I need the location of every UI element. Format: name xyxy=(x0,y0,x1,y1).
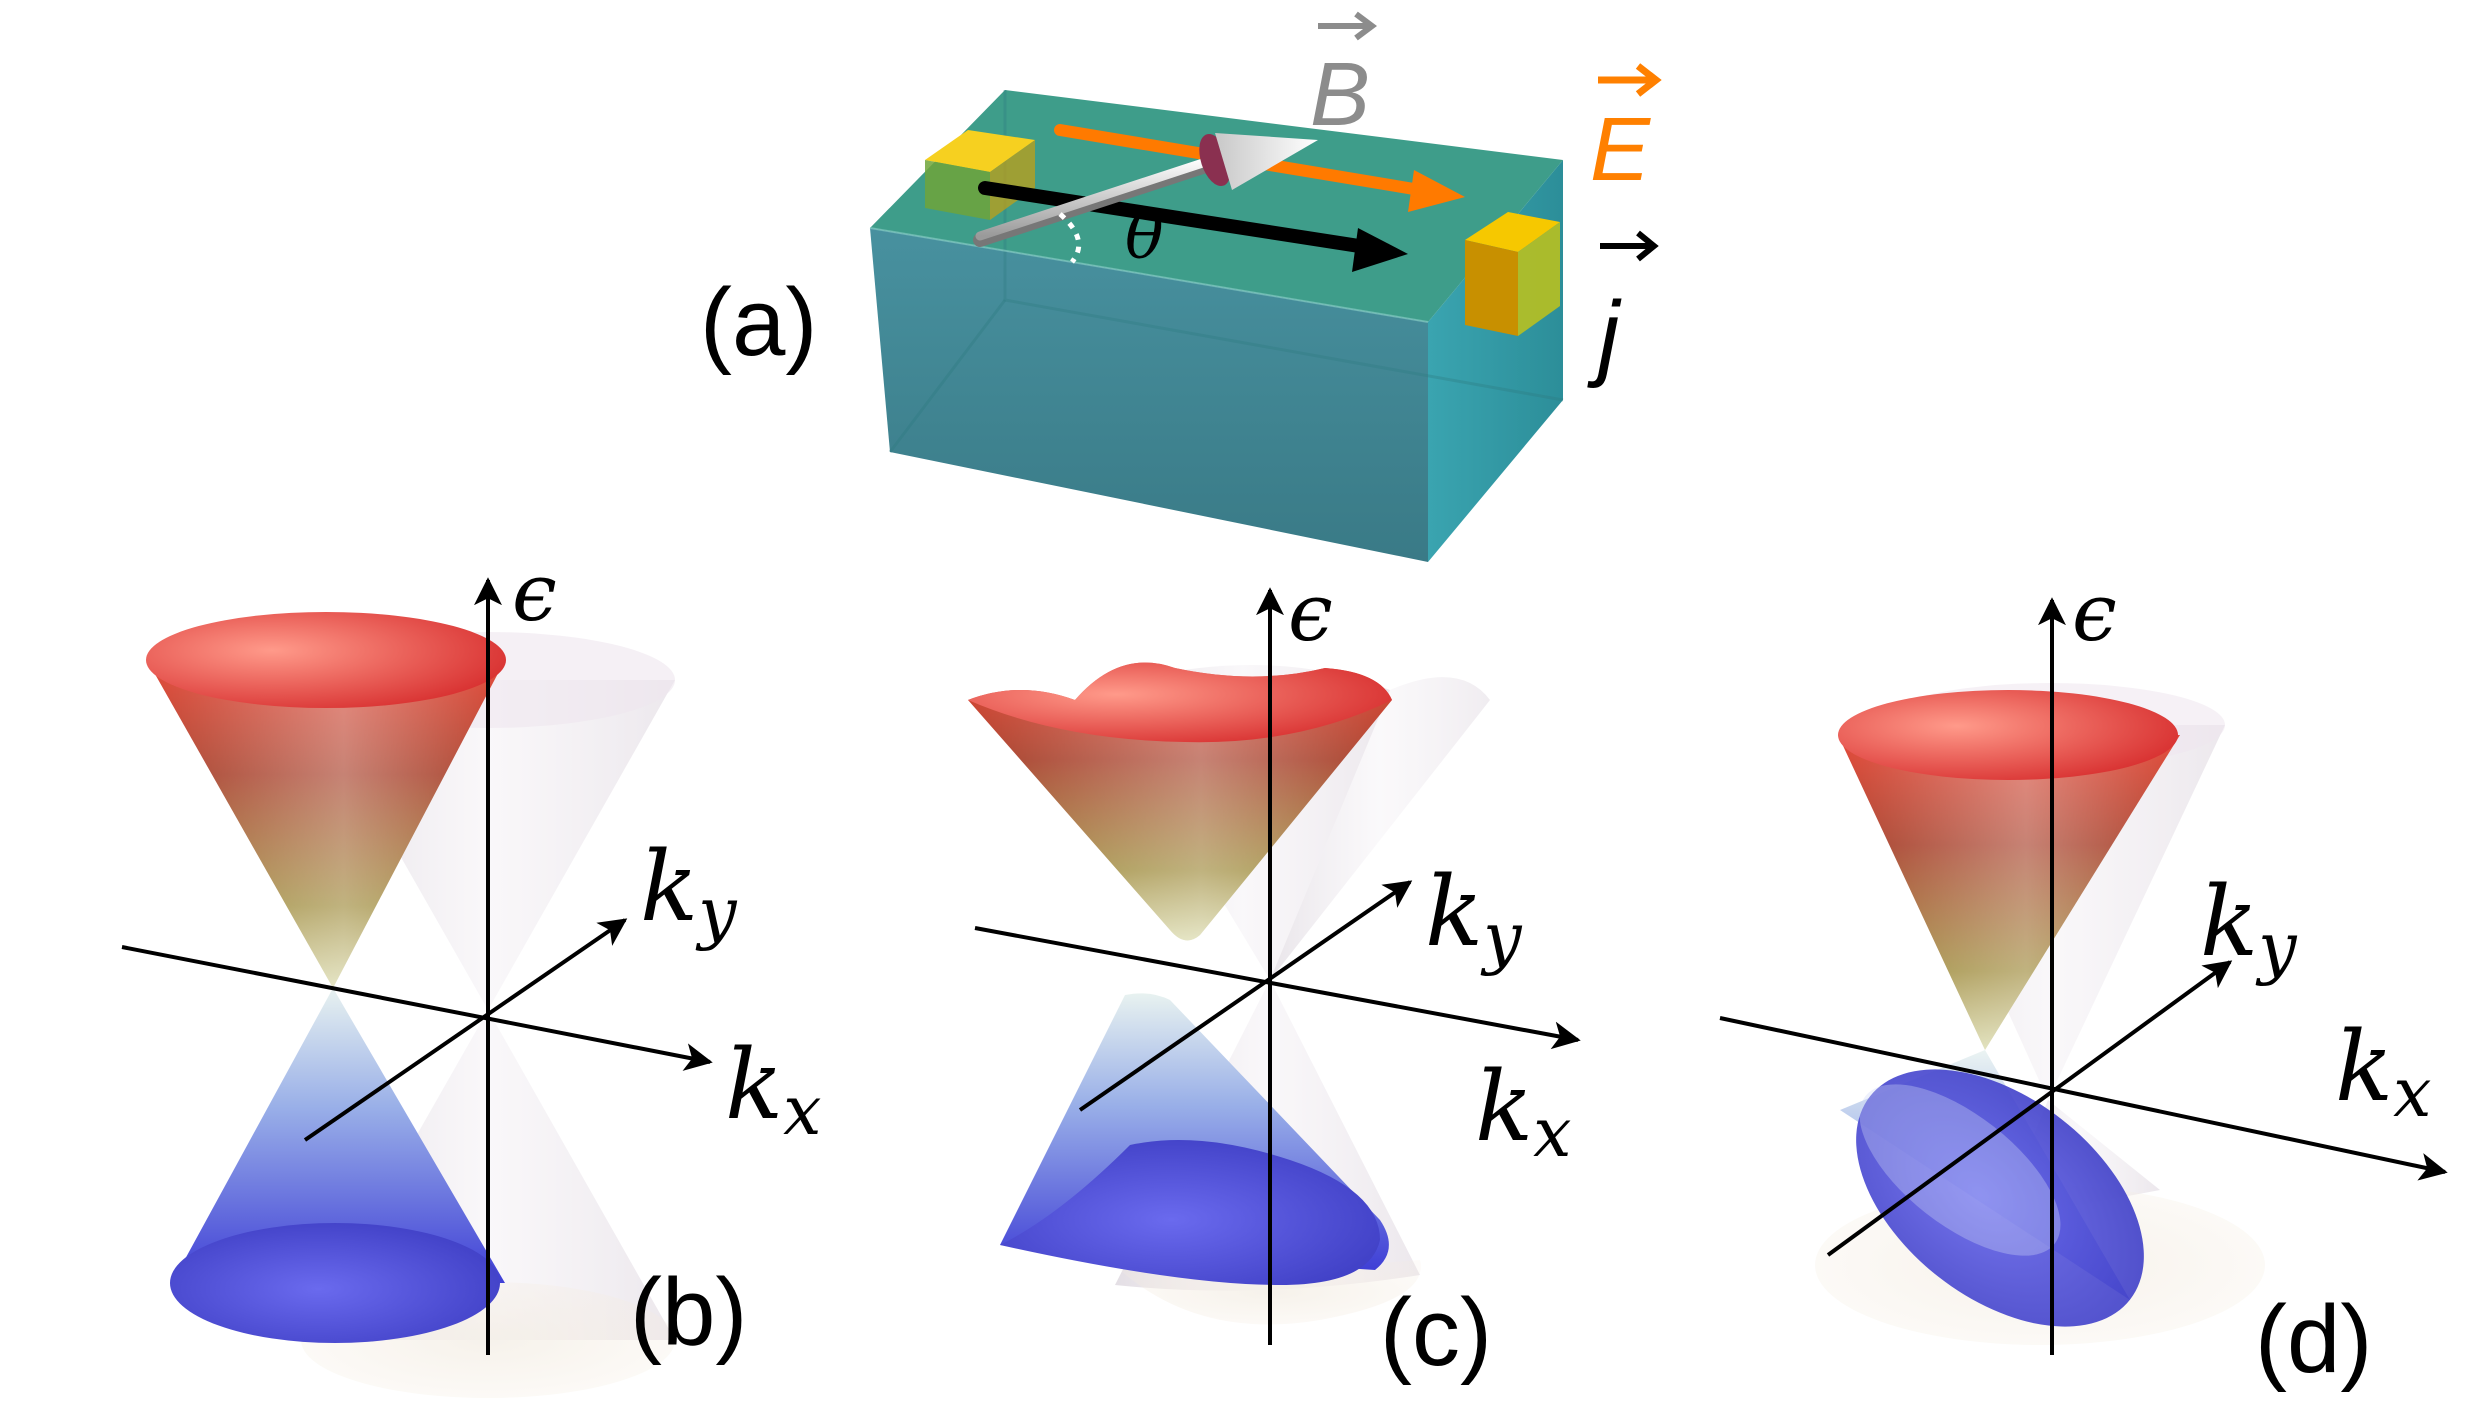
panel-c-energy-label: ϵ xyxy=(1288,566,1333,659)
panel-b-kx-label: kx xyxy=(725,1029,822,1151)
panel-b-ky-axis xyxy=(303,918,628,1142)
panel-b-upper-cap xyxy=(146,612,506,708)
sample-front-face xyxy=(870,228,1428,562)
panel-c-kx-label: kx xyxy=(1475,1051,1572,1173)
panel-a-label: (a) xyxy=(700,269,817,376)
panel-c-ky-axis xyxy=(1078,880,1413,1112)
current-arrow xyxy=(978,181,1392,257)
panel-d-kx-axis xyxy=(1719,1016,2448,1181)
panel-d-ky-axis xyxy=(1826,960,2233,1257)
right-contact xyxy=(1465,212,1560,336)
panel-c-label: (c) xyxy=(1380,1279,1492,1386)
left-contact xyxy=(925,130,1035,220)
sample-top-face xyxy=(870,90,1563,322)
bfield-label: B xyxy=(1310,45,1370,145)
bfield-arrow xyxy=(973,133,1318,247)
panel-b-lower-cone xyxy=(172,988,505,1283)
panel-b-ky-label: ky xyxy=(640,831,738,953)
panel-c: ϵ kx ky (c) xyxy=(968,566,1581,1386)
panel-c-ky-label: ky xyxy=(1425,856,1523,978)
current-vector-arrow-icon xyxy=(1600,230,1659,262)
panel-c-kx-axis xyxy=(974,926,1581,1050)
theta-arc xyxy=(1058,212,1082,264)
theta-label: θ xyxy=(1125,200,1164,274)
panel-b-lower-cap xyxy=(170,1223,500,1343)
panel-a: θ B E j (a) xyxy=(700,11,1662,562)
efield-vector-arrow-icon xyxy=(1598,63,1662,97)
bfield-vector-arrow-icon xyxy=(1318,11,1377,41)
panel-d-ky-label: ky xyxy=(2200,866,2298,988)
panel-b-energy-label: ϵ xyxy=(512,546,557,639)
panel-d-lower-cap xyxy=(1856,1069,2144,1327)
panel-d-kx-label: kx xyxy=(2335,1011,2432,1133)
panel-b-label: (b) xyxy=(630,1259,747,1366)
current-label: j xyxy=(1587,282,1622,389)
panel-c-lower-cap xyxy=(1000,1140,1380,1285)
panel-d-label: (d) xyxy=(2255,1286,2372,1393)
panel-b-kx-axis xyxy=(121,945,713,1071)
panel-d-upper-cap xyxy=(1838,690,2178,780)
efield-label: E xyxy=(1590,100,1651,200)
panel-c-upper-cap xyxy=(968,662,1392,743)
panel-d: ϵ kx ky (d) xyxy=(1719,566,2448,1393)
panel-b: ϵ kx ky (b) xyxy=(121,546,822,1398)
panel-d-energy-label: ϵ xyxy=(2072,566,2117,659)
